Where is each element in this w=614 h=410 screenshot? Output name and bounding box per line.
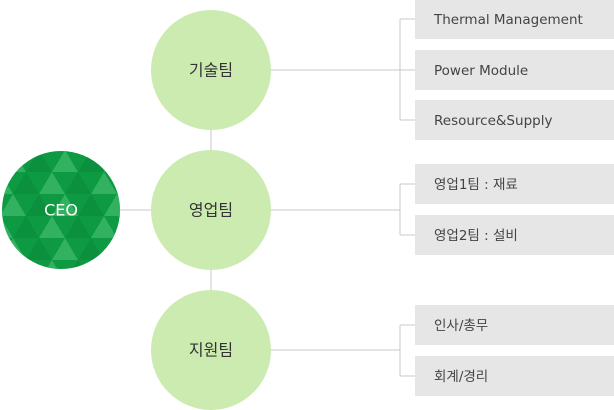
ceo-pattern-triangle [26, 238, 52, 260]
ceo-pattern-triangle [117, 216, 120, 238]
team-label: 기술팀 [189, 61, 233, 80]
ceo-pattern-triangle [143, 260, 169, 282]
department-label: Thermal Management [433, 12, 583, 28]
department-label: Power Module [434, 63, 528, 79]
department-box: Resource&Supply [415, 100, 614, 140]
department-label: 영업2팀 : 설비 [434, 228, 518, 244]
ceo-pattern-triangle [104, 194, 120, 216]
ceo-pattern-triangle [26, 282, 52, 304]
ceo-pattern-triangle [78, 151, 104, 172]
ceo-pattern-triangle [2, 194, 26, 216]
department-label: Resource&Supply [434, 113, 552, 129]
team-node: 기술팀 [151, 10, 271, 130]
ceo-pattern-triangle [78, 238, 104, 260]
team-node: 영업팀 [151, 150, 271, 270]
department-box: 영업2팀 : 설비 [415, 215, 614, 255]
ceo-pattern-triangle [65, 172, 91, 194]
department-box: 회계/경리 [415, 356, 614, 396]
ceo-pattern-triangle [13, 172, 39, 194]
team-label: 지원팀 [189, 341, 233, 360]
department-label: 영업1팀 : 재료 [434, 177, 518, 193]
ceo-pattern-triangle [65, 216, 91, 238]
ceo-pattern-triangle [39, 172, 65, 194]
ceo-pattern-triangle [104, 282, 130, 304]
ceo-pattern-triangle [2, 172, 13, 194]
ceo-pattern-triangle [2, 216, 13, 238]
team-circle [151, 10, 271, 130]
ceo-label: CEO [44, 201, 78, 220]
department-box-bg [415, 164, 614, 204]
department-label: 회계/경리 [434, 369, 488, 385]
ceo-pattern-triangle [0, 282, 26, 304]
ceo-pattern-triangle [52, 238, 78, 260]
ceo-pattern-triangle [78, 194, 104, 216]
team-circle [151, 290, 271, 410]
ceo-pattern-triangle [104, 151, 120, 172]
ceo-pattern-triangle [52, 194, 78, 216]
ceo-pattern-triangle [13, 216, 39, 238]
ceo-pattern-triangle [26, 151, 52, 172]
department-box: 인사/총무 [415, 305, 614, 345]
ceo-pattern-triangle [91, 260, 117, 269]
department-box: Thermal Management [415, 0, 614, 39]
team-label: 영업팀 [189, 201, 233, 220]
department-box-bg [415, 356, 614, 396]
ceo-pattern-triangle [52, 151, 78, 172]
ceo-pattern-triangle [13, 260, 39, 269]
department-box-bg [415, 0, 614, 39]
ceo-pattern-triangle [130, 150, 156, 172]
department-box-bg [415, 50, 614, 90]
ceo-pattern-triangle [26, 194, 52, 216]
department-box-bg [415, 305, 614, 345]
ceo-pattern-triangle [117, 260, 120, 269]
department-box: Power Module [415, 50, 614, 90]
ceo-pattern-triangle [52, 282, 78, 304]
ceo-pattern-triangle [117, 172, 120, 194]
team-circle [151, 150, 271, 270]
ceo-pattern-triangle [39, 216, 65, 238]
ceo-pattern-triangle [2, 260, 13, 269]
team-node: 지원팀 [151, 290, 271, 410]
department-label: 인사/총무 [434, 318, 488, 334]
department-box: 영업1팀 : 재료 [415, 164, 614, 204]
department-box-bg [415, 100, 614, 140]
ceo-pattern-triangle [91, 216, 117, 238]
ceo-pattern-triangle [130, 282, 156, 304]
ceo-pattern-triangle [91, 172, 117, 194]
department-box-bg [415, 215, 614, 255]
ceo-pattern-triangle [78, 282, 104, 304]
ceo-pattern-triangle [2, 151, 26, 172]
ceo-pattern-triangle [130, 238, 156, 260]
